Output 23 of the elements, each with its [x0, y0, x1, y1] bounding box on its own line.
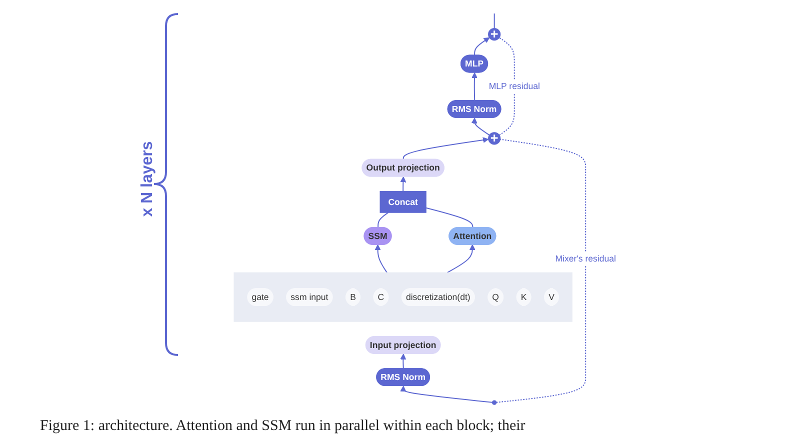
arrow [474, 37, 490, 56]
edge-label: Mixer's residual [555, 253, 616, 264]
edge-label: MLP residual [488, 81, 540, 92]
arrow [400, 354, 406, 369]
connector [494, 14, 495, 28]
arrow [446, 244, 476, 274]
arrow [400, 176, 406, 192]
arrow [374, 244, 388, 273]
node-circle: + [488, 132, 501, 145]
arrow [402, 137, 489, 160]
node-dots [492, 400, 497, 405]
arrow [471, 118, 490, 136]
arrow [472, 72, 478, 101]
figure-caption: Figure 1: architecture. Attention and SSM run in parallel within each block; their [40, 418, 526, 435]
node-box: Concat [380, 190, 426, 213]
repeat-label: x N layers [138, 141, 157, 217]
arrow [400, 386, 492, 403]
cluster [234, 272, 572, 322]
node-circle: + [488, 28, 501, 41]
connector [378, 212, 388, 228]
connector [499, 37, 515, 136]
connector [496, 138, 586, 403]
connector [426, 207, 474, 228]
